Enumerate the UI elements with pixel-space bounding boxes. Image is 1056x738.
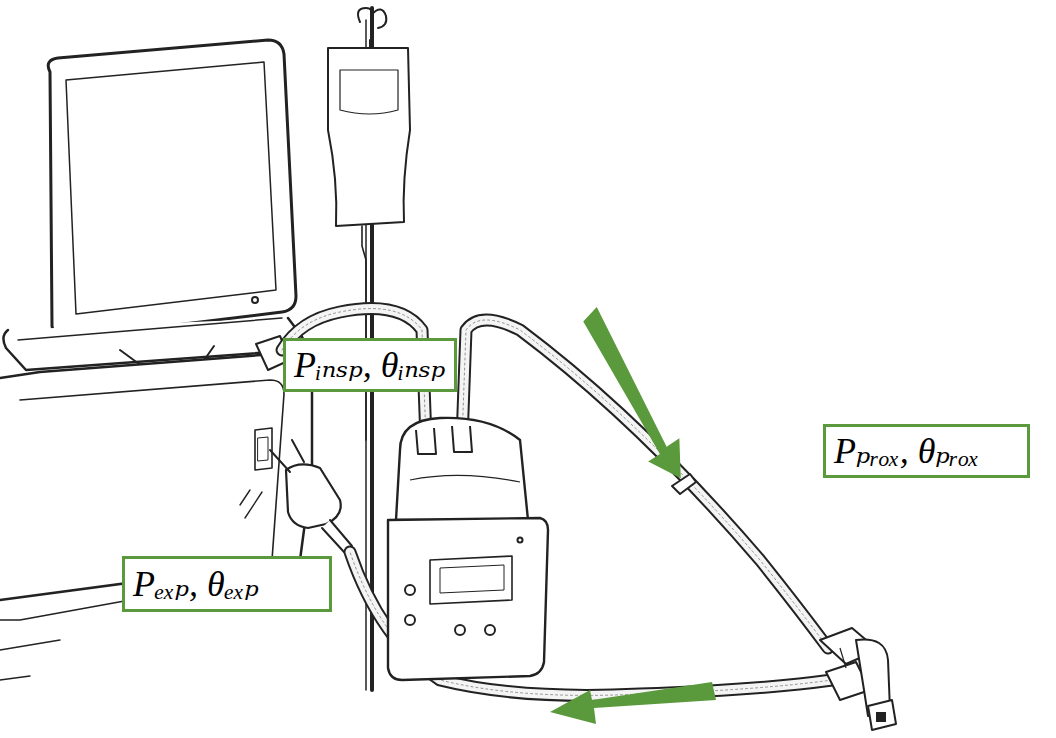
parameter-label: Pₑₓₚ, θₑₓₚ: [133, 562, 321, 606]
label-box: Pᵢₙₛₚ, θᵢₙₛₚ: [283, 338, 457, 392]
parameter-label: Pᵢₙₛₚ, θᵢₙₛₚ: [294, 343, 446, 387]
parameter-label: Pₚᵣₒₓ, θₚᵣₒₓ: [834, 429, 1019, 473]
label-box: Pₑₓₚ, θₑₓₚ: [122, 556, 332, 612]
label-box: Pₚᵣₒₓ, θₚᵣₒₓ: [823, 424, 1030, 478]
